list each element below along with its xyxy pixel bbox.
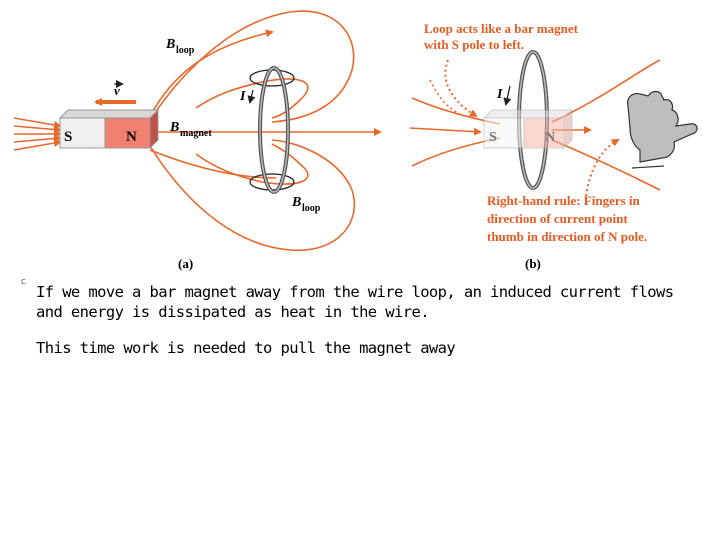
svg-text:loop: loop xyxy=(302,203,321,214)
magnet-field-lines-left xyxy=(13,117,62,151)
magnet-n-label-a: N xyxy=(126,129,137,145)
current-arrow-b xyxy=(503,85,512,106)
svg-text:with S pole to left.: with S pole to left. xyxy=(424,37,524,52)
current-label-b: I xyxy=(496,87,503,102)
copyright-mark: C xyxy=(21,278,26,286)
induction-diagram: S N v I B loop B magnet B loop (a) xyxy=(13,10,698,271)
svg-text:direction of current point: direction of current point xyxy=(487,211,628,226)
magnet-n-label-b: N xyxy=(545,130,555,145)
note-right-hand-rule: Right-hand rule: Fingers in direction of… xyxy=(487,193,647,244)
b-magnet-label: B magnet xyxy=(169,120,212,139)
panel-b: S N I Loop acts like a bar magnet with S… xyxy=(409,21,698,271)
svg-text:B: B xyxy=(169,120,179,135)
b-loop-top-label: B loop xyxy=(165,37,195,56)
magnet-s-label-a: S xyxy=(64,129,72,145)
callout-arrow-top xyxy=(444,59,478,118)
panel-a-label: (a) xyxy=(178,256,193,271)
svg-text:B: B xyxy=(165,37,175,52)
loop-field-lines xyxy=(149,10,382,252)
bar-magnet-a xyxy=(58,108,160,150)
equivalent-magnet-b xyxy=(482,108,574,150)
callout-arrow-bottom xyxy=(585,139,620,197)
svg-text:Loop acts like a bar magnet: Loop acts like a bar magnet xyxy=(424,21,579,36)
svg-text:B: B xyxy=(291,195,301,210)
svg-text:magnet: magnet xyxy=(180,128,212,139)
svg-text:thumb in direction of N pole.: thumb in direction of N pole. xyxy=(487,229,647,244)
note-loop-magnet: Loop acts like a bar magnet with S pole … xyxy=(424,21,579,52)
wire-loop-a xyxy=(258,66,290,194)
svg-text:loop: loop xyxy=(176,45,195,56)
current-arrow-a xyxy=(247,89,256,104)
caption-paragraph-1: If we move a bar magnet away from the wi… xyxy=(36,283,674,321)
caption-paragraph-2: This time work is needed to pull the mag… xyxy=(36,339,456,357)
thumbs-up-hand-icon xyxy=(627,90,698,169)
current-label-a: I xyxy=(239,89,246,104)
svg-text:Right-hand rule: Fingers in: Right-hand rule: Fingers in xyxy=(487,193,641,208)
magnet-s-label-b: S xyxy=(489,130,497,145)
panel-b-label: (b) xyxy=(525,256,541,271)
b-loop-bottom-label: B loop xyxy=(291,195,321,214)
velocity-label: v xyxy=(114,83,120,98)
panel-a: S N v I B loop B magnet B loop (a) xyxy=(13,10,382,271)
